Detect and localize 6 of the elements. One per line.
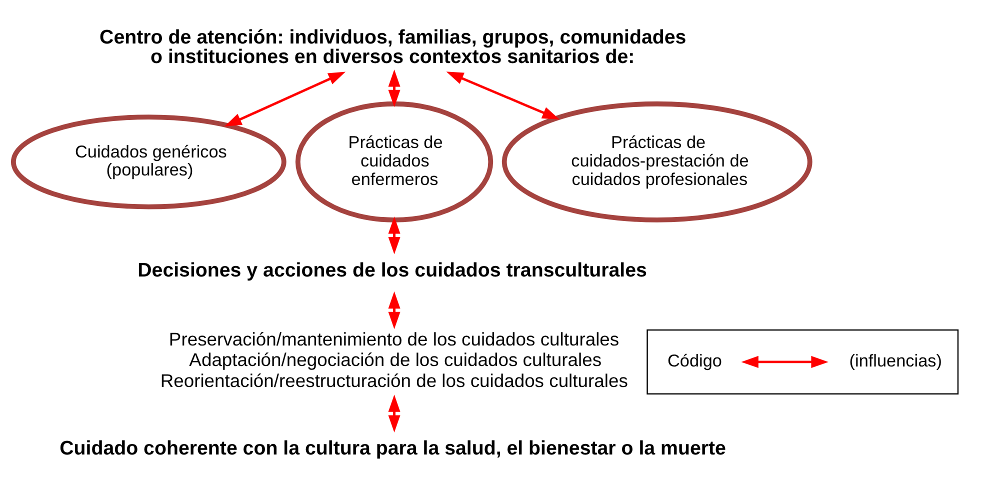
node-text: Centro de atención: individuos, familias, grupos, comunidades o instituciones en diversos contextos sanitarios de: <box>100 26 686 68</box>
legend-label: (influencias) <box>849 350 942 370</box>
label: Código <box>668 350 722 370</box>
node-text: Cuidado coherente con la cultura para la salud, el bienestar o la muerte <box>60 437 726 460</box>
node-text: Decisiones y acciones de los cuidados transculturales <box>138 259 647 282</box>
node-text: Preservación/mantenimiento de los cuidados culturales Adaptación/negociación de los cuidados culturales Reorientación/reestructuración de los cuidados culturales <box>160 328 628 392</box>
